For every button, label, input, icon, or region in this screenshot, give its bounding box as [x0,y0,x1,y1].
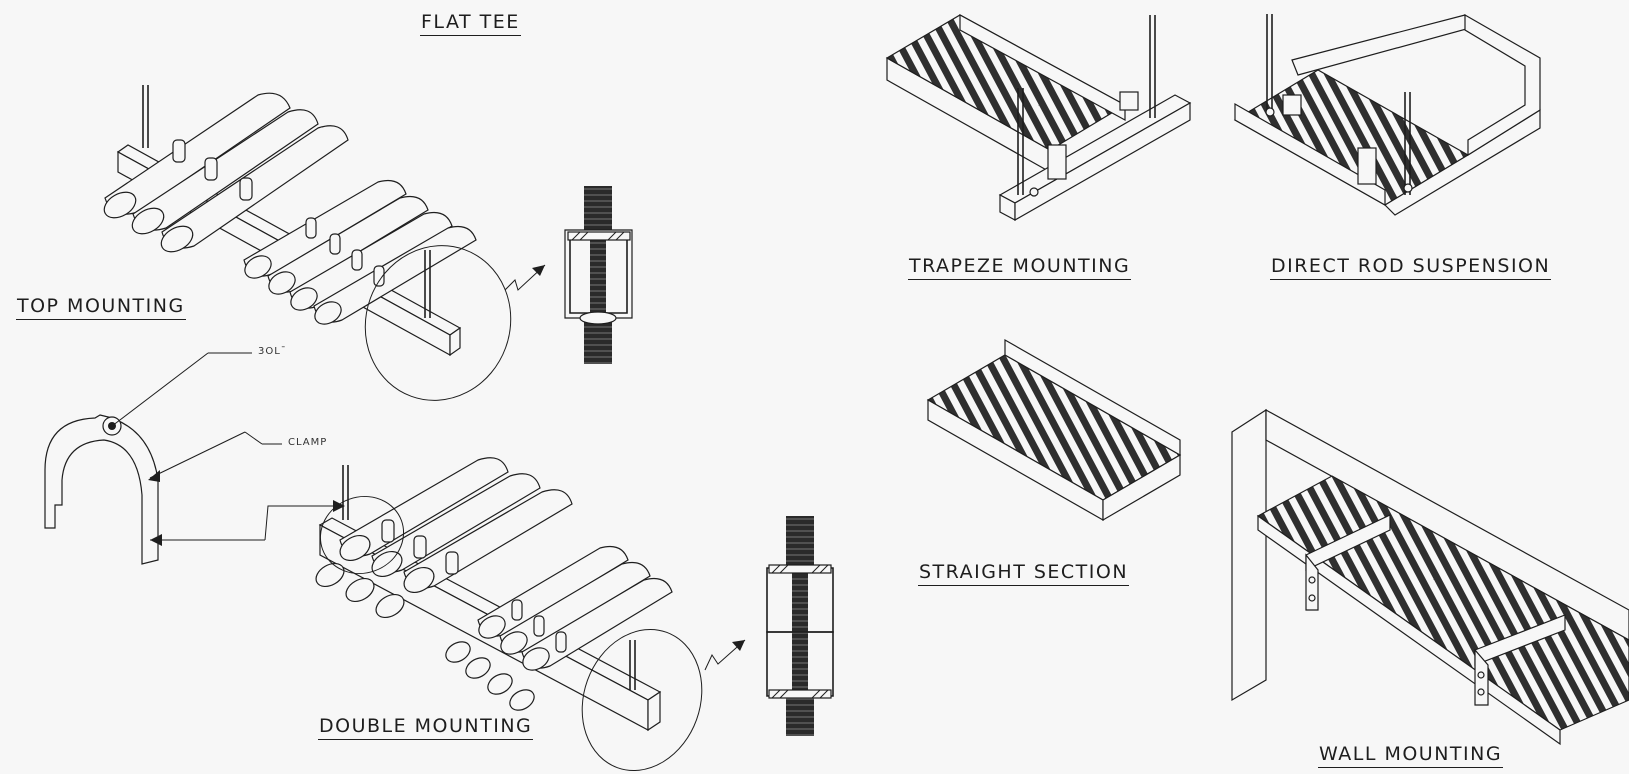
double-mounting-label: DOUBLE MOUNTING [318,716,534,740]
wall-mounting-figure [1231,408,1629,746]
straight-section-label: STRAIGHT SECTION [918,562,1130,586]
flat-tee-label: FLAT TEE [420,12,521,36]
top-mounting-figure [103,85,633,401]
top-mounting-label: TOP MOUNTING [16,296,186,320]
double-mounting-figure [315,457,834,772]
clamp-detail-figure [44,352,345,565]
wall-mounting-label: WALL MOUNTING [1318,744,1504,768]
straight-section-figure [926,338,1182,522]
direct-rod-suspension-figure [1233,13,1541,216]
bolt-callout: 3OL¯ [258,346,287,357]
clamp-callout: CLAMP [288,437,328,448]
trapeze-mounting-figure [885,13,1192,222]
direct-rod-suspension-label: DIRECT ROD SUSPENSION [1270,256,1552,280]
trapeze-mounting-label: TRAPEZE MOUNTING [908,256,1132,280]
